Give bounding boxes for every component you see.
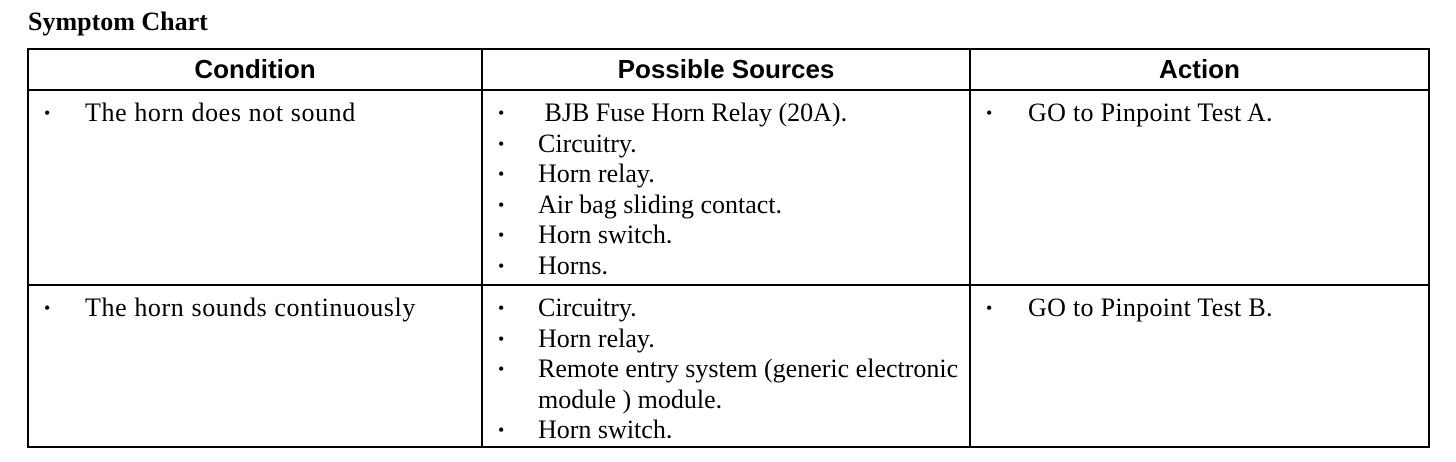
list-item: • Air bag sliding contact. [483,190,969,221]
action-cell: • GO to Pinpoint Test A. [969,89,1430,286]
bullet-icon: • [498,328,505,349]
sources-list: • Circuitry. • Horn relay. • Remote entry s… [483,286,969,446]
bullet-icon: • [498,298,505,318]
list-item: • Horn relay. [483,159,969,190]
bullet-icon: • [986,298,993,318]
bullet-icon: • [498,164,505,184]
bullet-icon: • [498,225,505,245]
list-item: • Circuitry. [483,129,969,160]
action-list: • GO to Pinpoint Test B. [971,286,1428,324]
source-text: Remote entry system (generic electronic … [538,354,959,414]
source-text: Horn switch. [538,220,673,249]
list-item: • Horn switch. [483,415,969,446]
source-text: Circuitry. [538,128,637,158]
bullet-icon: • [44,298,51,318]
header-condition: Condition [27,48,483,91]
header-action: Action [969,48,1430,91]
list-item: • BJB Fuse Horn Relay (20A). [483,98,969,129]
bullet-icon: • [498,133,505,154]
condition-list: • The horn does not sound [29,91,481,129]
action-text: GO to Pinpoint Test A. [1028,98,1273,127]
condition-list: • The horn sounds continuously [29,286,481,324]
sources-list: • BJB Fuse Horn Relay (20A). • Circuitry.… [483,91,969,281]
list-item: • GO to Pinpoint Test B. [971,293,1428,324]
action-text: GO to Pinpoint Test B. [1028,293,1273,322]
source-text: Horn switch. [538,415,673,444]
page-title: Symptom Chart [28,7,208,36]
action-list: • GO to Pinpoint Test A. [971,91,1428,129]
bullet-icon: • [44,103,51,123]
bullet-icon: • [498,420,505,440]
table-row: • The horn does not sound • BJB Fuse Horn… [27,89,1430,286]
symptom-table: Condition Possible Sources Action • The h… [27,48,1430,448]
sources-cell: • BJB Fuse Horn Relay (20A). • Circuitry.… [481,89,971,286]
table-row: • The horn sounds continuously • Circuitry… [27,284,1430,448]
list-item: • The horn does not sound [29,98,481,129]
condition-cell: • The horn sounds continuously [27,284,483,448]
sources-cell: • Circuitry. • Horn relay. • Remote entry s… [481,284,971,448]
condition-text: The horn does not sound [85,98,356,127]
table-header-row: Condition Possible Sources Action [27,48,1430,91]
bullet-icon: • [986,103,993,123]
source-text: Horn relay. [538,159,655,188]
source-text: Horn relay. [538,323,655,353]
source-text: Air bag sliding contact. [538,189,783,219]
source-text: BJB Fuse Horn Relay (20A). [538,98,848,127]
condition-cell: • The horn does not sound [27,89,483,286]
list-item: • Horns. [483,251,969,282]
bullet-icon: • [498,255,505,276]
bullet-icon: • [498,103,505,123]
source-text: Circuitry. [538,293,637,322]
header-possible-sources: Possible Sources [481,48,971,91]
list-item: • Horn switch. [483,220,969,251]
list-item: • Horn relay. [483,324,969,355]
condition-text: The horn sounds continuously [85,293,416,322]
list-item: • The horn sounds continuously [29,293,481,324]
list-item: • Remote entry system (generic electronic… [483,354,969,415]
bullet-icon: • [498,194,505,215]
source-text: Horns. [538,250,609,280]
action-cell: • GO to Pinpoint Test B. [969,284,1430,448]
bullet-icon: • [498,359,505,379]
list-item: • GO to Pinpoint Test A. [971,98,1428,129]
list-item: • Circuitry. [483,293,969,324]
